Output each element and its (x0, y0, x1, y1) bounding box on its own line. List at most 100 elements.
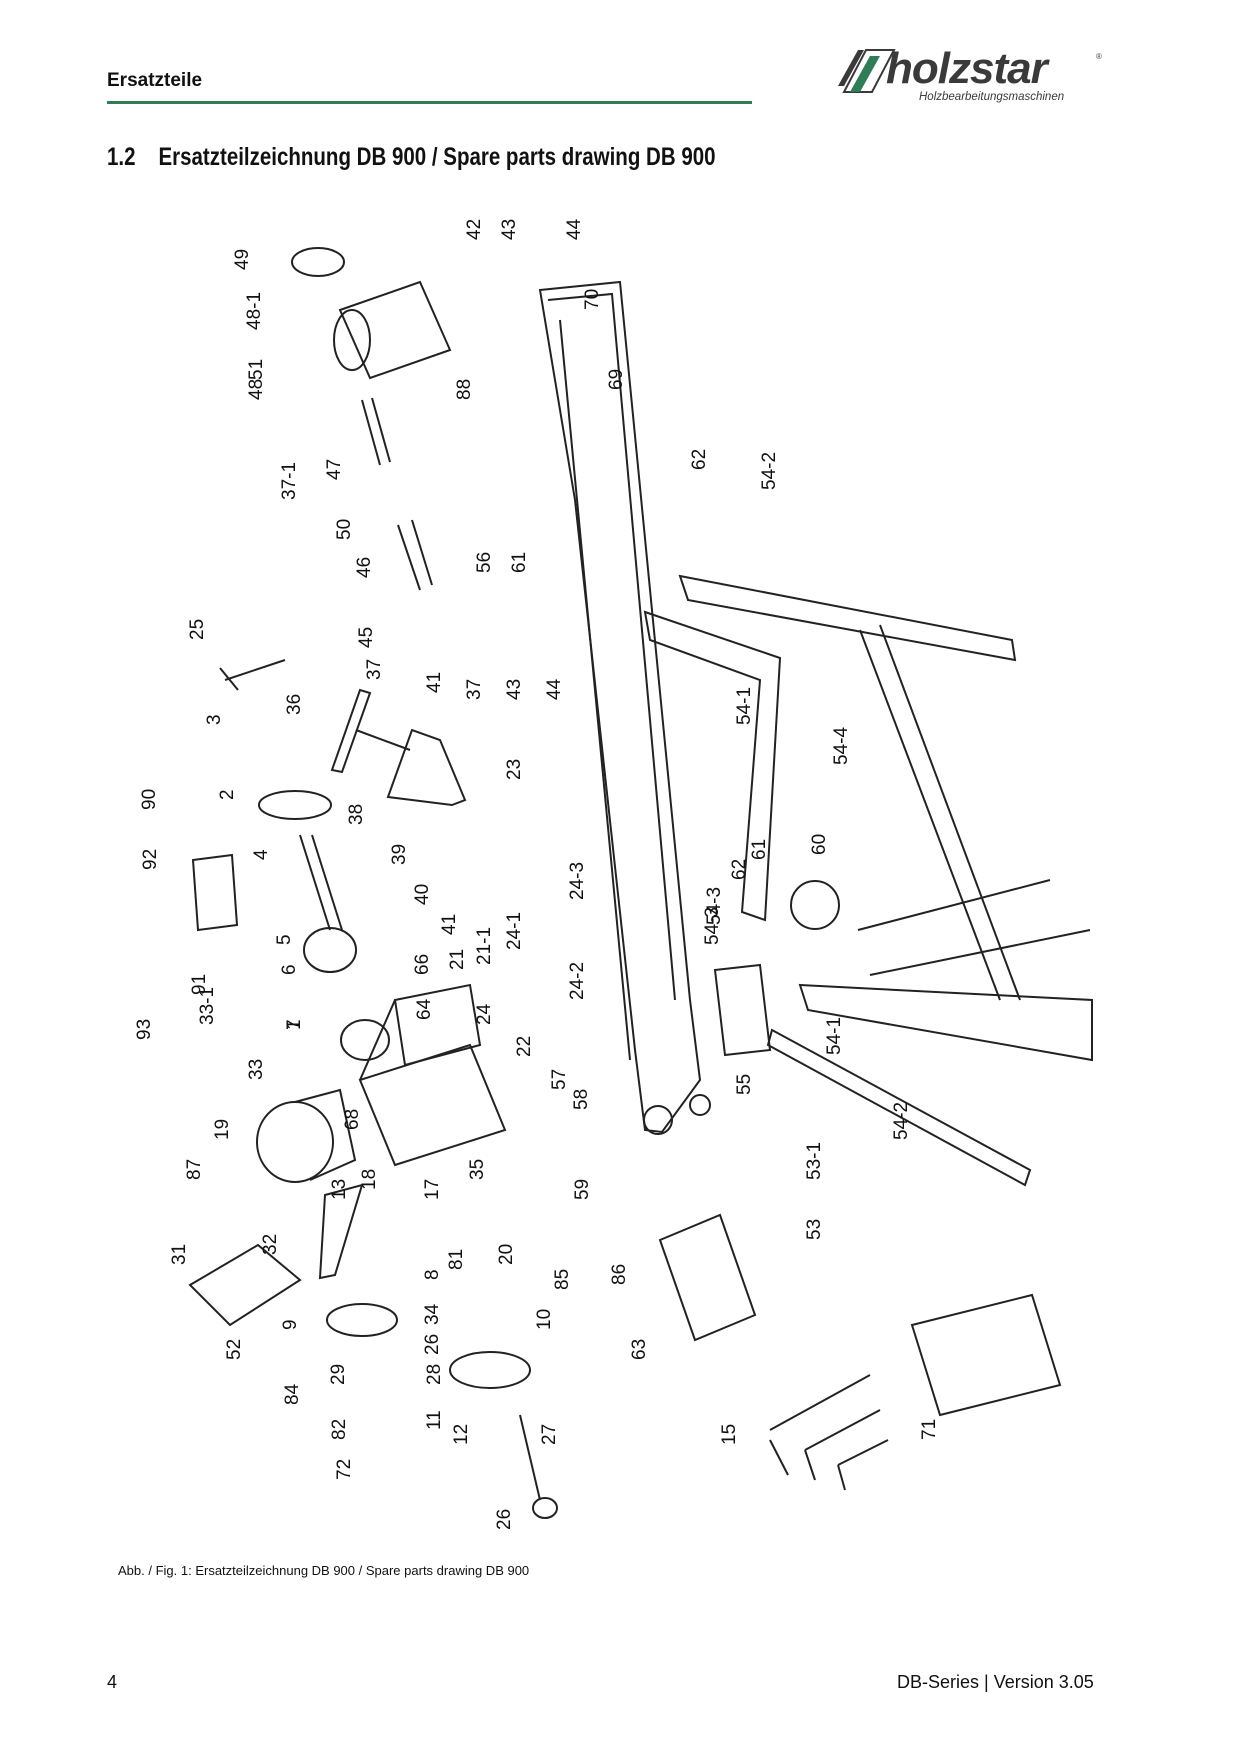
part-callout-label: 85 (552, 1269, 573, 1290)
part-callout-label: 41 (424, 672, 445, 693)
control-box-54-3 (713, 963, 772, 1057)
part-callout-label: 29 (328, 1364, 349, 1385)
part-callout-label: 52 (224, 1339, 245, 1360)
part-callout-label: 47 (324, 459, 345, 480)
part-callout-label: 54-1 (734, 687, 755, 725)
part-callout-label: 19 (212, 1119, 233, 1140)
logo-tagline: Holzbearbeitungsmaschinen (919, 91, 1065, 103)
header-rule (107, 101, 752, 104)
part-callout-label: 59 (572, 1179, 593, 1200)
part-callout-label: 33 (246, 1059, 267, 1080)
part-callout-label: 69 (606, 369, 627, 390)
part-callout-label: 38 (346, 804, 367, 825)
part-callout-label: 49 (232, 249, 253, 270)
part-callout-label: 5 (274, 934, 295, 945)
part-callout-label: 24-3 (567, 862, 588, 900)
manual-sheet-72 (910, 1293, 1062, 1417)
part-callout-label: 48-1 (244, 292, 265, 330)
part-callout-label: 35 (467, 1159, 488, 1180)
part-callout-label: 61 (509, 552, 530, 573)
part-callout-label: 48 (246, 379, 267, 400)
page-number: 4 (107, 1672, 118, 1692)
part-callout-label: 9 (280, 1319, 301, 1330)
part-callout-label: 37 (364, 659, 385, 680)
part-callout-label: 34 (422, 1303, 443, 1325)
part-callout-label: 28 (424, 1364, 445, 1385)
part-callout-label: 61 (749, 839, 770, 860)
part-callout-label: 37 (464, 679, 485, 700)
part-callout-label: 23 (504, 759, 525, 780)
part-callout-label: 54-4 (831, 727, 852, 765)
part-callout-label: 37-1 (279, 462, 300, 500)
tool-rest-36 (330, 688, 372, 774)
figure-caption: Abb. / Fig. 1: Ersatzteilzeichnung DB 90… (118, 1563, 530, 1578)
part-callout-label: 15 (719, 1424, 740, 1445)
part-callout-label: 22 (514, 1036, 535, 1057)
banjo-38 (386, 728, 467, 807)
part-callout-label: 31 (169, 1244, 190, 1265)
part-callout-label: 4 (251, 849, 272, 860)
part-callout-label: 54-3 (702, 907, 723, 945)
leg-54-1-top (643, 610, 782, 922)
part-callout-label: 92 (140, 849, 161, 870)
headstock-1 (358, 1043, 507, 1167)
part-callout-label: 44 (564, 218, 585, 240)
part-callout-label: 2 (217, 789, 238, 800)
part-callout-label: 11 (424, 1410, 445, 1430)
part-callout-label: 68 (342, 1109, 363, 1130)
leg-54-1-bottom (798, 983, 1093, 1062)
logo-registered-mark: ® (1096, 52, 1102, 61)
part-callout-label: 62 (729, 859, 750, 880)
part-callout-label: 54-1 (824, 1017, 845, 1055)
part-callout-label: 13 (329, 1179, 350, 1200)
pulley-12 (449, 1351, 531, 1389)
part-callout-label: 54-3 (704, 887, 725, 925)
lever-16 (519, 1414, 541, 1501)
document-version: DB-Series | Version 3.05 (897, 1672, 1094, 1692)
part-callout-label: 56 (474, 552, 495, 573)
part-callout-label: 27 (539, 1424, 560, 1445)
part-callout-label: 6 (279, 964, 300, 975)
part-callout-label: 70 (582, 289, 603, 310)
part-callout-label: 91 (189, 974, 210, 995)
part-callout-label: 44 (544, 678, 565, 700)
part-callout-label: 41 (439, 914, 460, 935)
part-callout-label: 20 (496, 1244, 517, 1265)
part-callout-label: 32 (260, 1234, 281, 1255)
part-callout-label: 3 (204, 714, 225, 725)
part-callout-label: 33-1 (197, 987, 218, 1025)
crossbar-54-4 (859, 629, 1001, 1001)
part-callout-label: 24-2 (567, 962, 588, 1000)
part-callout-label: 93 (134, 1019, 155, 1040)
part-callout-label: 81 (446, 1249, 467, 1270)
part-callout-label: 12 (451, 1424, 472, 1445)
section-number: 1.2 (107, 143, 136, 171)
part-callout-label: 54-2 (891, 1102, 912, 1140)
part-callout-label: 88 (454, 379, 475, 400)
part-callout-label: 39 (389, 844, 410, 865)
pulley-29 (326, 1303, 398, 1337)
logo-mark-icon (838, 49, 896, 93)
wrench-25 (224, 659, 286, 681)
part-callout-label: 82 (329, 1419, 350, 1440)
drive-belt-13 (318, 1183, 364, 1280)
part-callout-label: 53-1 (804, 1142, 825, 1180)
part-callout-label: 45 (356, 627, 377, 648)
motor-33 (256, 1101, 334, 1183)
handwheel-49 (291, 247, 345, 277)
part-callout-label: 40 (412, 884, 433, 905)
part-callout-label: 51 (246, 359, 267, 380)
part-callout-label: 64 (414, 998, 435, 1020)
part-callout-label: 46 (354, 557, 375, 578)
lathe-bed (538, 280, 702, 1134)
leg-54-2-top (678, 574, 1017, 662)
holzstar-logo: holzstar ® Holzbearbeitungsmaschinen (836, 44, 1108, 104)
part-callout-label: 66 (412, 954, 433, 975)
part-callout-label: 53 (804, 1219, 825, 1240)
part-callout-label: 1 (284, 1019, 305, 1030)
part-callout-label: 86 (609, 1264, 630, 1285)
part-callout-label: 10 (534, 1309, 555, 1330)
part-callout-label: 87 (184, 1159, 205, 1180)
